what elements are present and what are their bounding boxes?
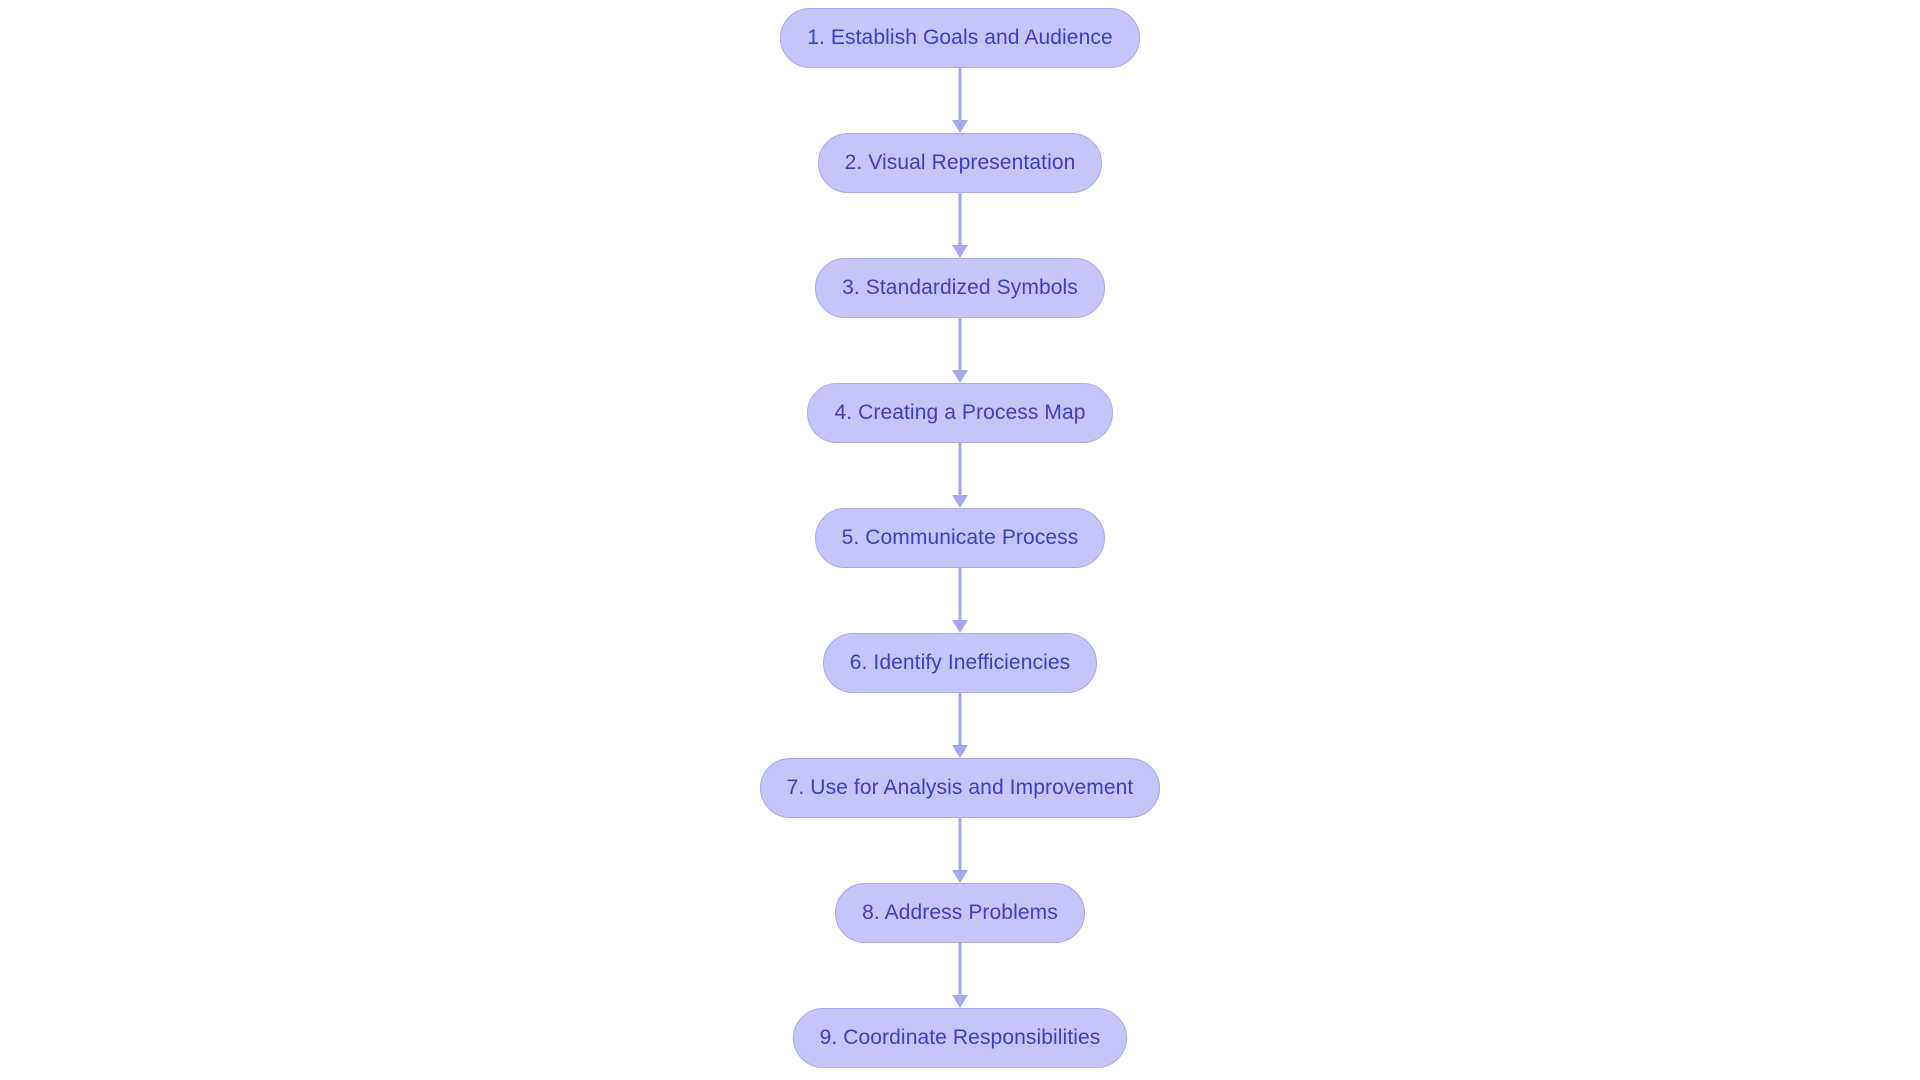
flowchart-node-communicate-process[interactable]: 5. Communicate Process	[814, 508, 1106, 568]
flowchart-connector-4-to-5	[952, 443, 968, 508]
flowchart-node-label: 6. Identify Inefficiencies	[849, 651, 1071, 674]
flowchart-step-5: 5. Communicate Process	[814, 508, 1106, 568]
flowchart-node-creating-a-process-map[interactable]: 4. Creating a Process Map	[807, 383, 1113, 443]
connector-line	[958, 818, 962, 872]
connector-line	[958, 68, 962, 122]
flowchart-step-3: 3. Standardized Symbols	[815, 258, 1105, 318]
flowchart-node-label: 7. Use for Analysis and Improvement	[786, 776, 1134, 799]
flowchart-node-stack: 1. Establish Goals and Audience 2. Visua…	[0, 8, 1920, 1068]
flowchart-step-1: 1. Establish Goals and Audience	[780, 8, 1140, 68]
flowchart-node-address-problems[interactable]: 8. Address Problems	[835, 883, 1085, 943]
arrow-down-icon	[952, 120, 968, 133]
flowchart-step-6: 6. Identify Inefficiencies	[822, 633, 1098, 693]
connector-line	[958, 318, 962, 372]
connector-line	[958, 443, 962, 497]
flowchart-node-use-for-analysis-and-improvement[interactable]: 7. Use for Analysis and Improvement	[759, 758, 1161, 818]
flowchart-node-establish-goals-and-audience[interactable]: 1. Establish Goals and Audience	[780, 8, 1140, 68]
flowchart-node-label: 8. Address Problems	[862, 901, 1058, 924]
connector-line	[958, 693, 962, 747]
flowchart-connector-7-to-8	[952, 818, 968, 883]
flowchart-node-label: 1. Establish Goals and Audience	[807, 26, 1113, 49]
arrow-down-icon	[952, 495, 968, 508]
flowchart-step-4: 4. Creating a Process Map	[807, 383, 1113, 443]
connector-line	[958, 193, 962, 247]
flowchart-node-label: 3. Standardized Symbols	[842, 276, 1078, 299]
flowchart-connector-1-to-2	[952, 68, 968, 133]
flowchart-step-9: 9. Coordinate Responsibilities	[792, 1008, 1128, 1068]
flowchart-step-7: 7. Use for Analysis and Improvement	[759, 758, 1161, 818]
flowchart-node-standardized-symbols[interactable]: 3. Standardized Symbols	[815, 258, 1105, 318]
arrow-down-icon	[952, 620, 968, 633]
flowchart-connector-2-to-3	[952, 193, 968, 258]
connector-line	[958, 568, 962, 622]
flowchart-connector-5-to-6	[952, 568, 968, 633]
flowchart-node-visual-representation[interactable]: 2. Visual Representation	[817, 133, 1103, 193]
arrow-down-icon	[952, 995, 968, 1008]
connector-line	[958, 943, 962, 997]
flowchart-node-label: 5. Communicate Process	[841, 526, 1079, 549]
flowchart-connector-3-to-4	[952, 318, 968, 383]
flowchart-node-label: 2. Visual Representation	[844, 151, 1076, 174]
flowchart-connector-8-to-9	[952, 943, 968, 1008]
flowchart-node-coordinate-responsibilities[interactable]: 9. Coordinate Responsibilities	[792, 1008, 1128, 1068]
arrow-down-icon	[952, 745, 968, 758]
arrow-down-icon	[952, 245, 968, 258]
arrow-down-icon	[952, 870, 968, 883]
flowchart-node-identify-inefficiencies[interactable]: 6. Identify Inefficiencies	[822, 633, 1098, 693]
flowchart-step-8: 8. Address Problems	[835, 883, 1085, 943]
flowchart-node-label: 9. Coordinate Responsibilities	[819, 1026, 1101, 1049]
arrow-down-icon	[952, 370, 968, 383]
flowchart-node-label: 4. Creating a Process Map	[834, 401, 1086, 424]
flowchart-connector-6-to-7	[952, 693, 968, 758]
flowchart-step-2: 2. Visual Representation	[817, 133, 1103, 193]
